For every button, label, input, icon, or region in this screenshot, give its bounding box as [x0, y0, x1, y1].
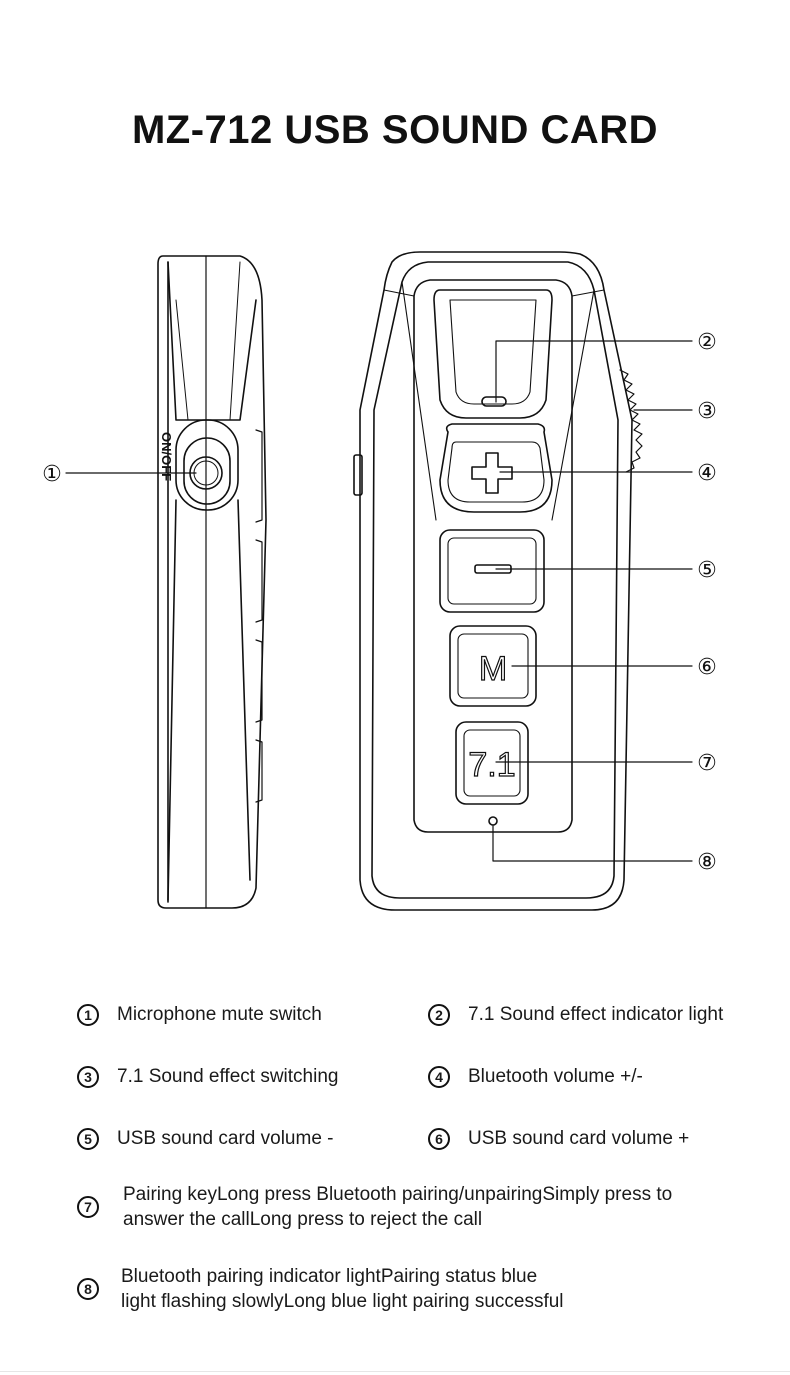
bottom-divider — [0, 1371, 790, 1372]
legend-text-line-1: Pairing keyLong press Bluetooth pairing/… — [123, 1184, 673, 1205]
legend-text: USB sound card volume - — [117, 1128, 334, 1149]
callout-4: ④ — [697, 461, 717, 486]
callout-7: ⑦ — [697, 751, 717, 776]
side-view — [65, 255, 267, 909]
legend-text: USB sound card volume + — [468, 1128, 690, 1149]
legend-number: 5 — [77, 1128, 99, 1150]
legend-text-line-2: answer the callLong press to reject the … — [123, 1209, 483, 1230]
legend-number: 2 — [428, 1004, 450, 1026]
legend-text: Bluetooth volume +/- — [468, 1066, 643, 1087]
callout-3: ③ — [697, 399, 717, 424]
callout-8: ⑧ — [697, 850, 717, 875]
legend-text: Microphone mute switch — [117, 1004, 322, 1025]
plus-button-outline — [439, 423, 553, 513]
legend-number: 6 — [428, 1128, 450, 1150]
mode-button-label: M — [479, 650, 507, 688]
surround-button-label: 7.1 — [468, 746, 515, 784]
legend-item-3: 3 7.1 Sound effect switching — [77, 1066, 338, 1088]
callout-6: ⑥ — [697, 655, 717, 680]
front-view — [353, 251, 693, 911]
legend-text-line-2: light flashing slowlyLong blue light pai… — [121, 1291, 564, 1312]
legend-number: 8 — [77, 1278, 99, 1300]
on-off-label: ON/OFF — [159, 432, 174, 481]
legend-text: 7.1 Sound effect indicator light — [468, 1004, 724, 1025]
legend-number: 7 — [77, 1196, 99, 1218]
legend-item-7: 7 Pairing keyLong press Bluetooth pairin… — [77, 1182, 743, 1232]
legend-item-4: 4 Bluetooth volume +/- — [428, 1066, 643, 1088]
callout-2: ② — [697, 330, 717, 355]
legend-number: 4 — [428, 1066, 450, 1088]
legend-number: 3 — [77, 1066, 99, 1088]
device-diagram: ON/OFF M 7.1 ① ② ③ ④ ⑤ ⑥ ⑦ ⑧ — [42, 251, 717, 911]
legend-text: 7.1 Sound effect switching — [117, 1066, 339, 1087]
callout-5: ⑤ — [697, 558, 717, 583]
legend-item-8: 8 Bluetooth pairing indicator lightPairi… — [77, 1264, 741, 1314]
legend-item-6: 6 USB sound card volume + — [428, 1128, 689, 1150]
sound-dial — [619, 369, 643, 473]
legend-number: 1 — [77, 1004, 99, 1026]
legend-item-1: 1 Microphone mute switch — [77, 1004, 322, 1026]
page-title: MZ-712 USB SOUND CARD — [131, 108, 659, 152]
legend-item-5: 5 USB sound card volume - — [77, 1128, 334, 1150]
legend-item-2: 2 7.1 Sound effect indicator light — [428, 1004, 723, 1026]
legend-text-line-1: Bluetooth pairing indicator lightPairing… — [121, 1266, 538, 1287]
callout-1: ① — [42, 462, 62, 487]
